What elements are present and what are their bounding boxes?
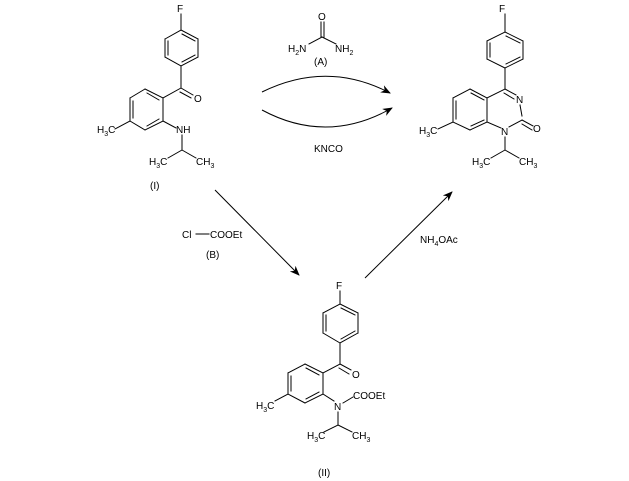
compound-I-label: (I) bbox=[150, 181, 159, 192]
compound-product: F bbox=[419, 4, 541, 170]
product-fluorine: F bbox=[499, 4, 505, 15]
ester-label: COOEt bbox=[210, 230, 242, 241]
intermediate-carbonyl-oxygen: O bbox=[352, 370, 360, 381]
intermediate-fluorine: F bbox=[336, 281, 342, 292]
intermediate-ester: COOEt bbox=[353, 391, 385, 402]
isopropyl-right: CH3 bbox=[196, 157, 214, 170]
urea-left-amine: H2N bbox=[288, 44, 306, 57]
aniline-ring bbox=[129, 88, 164, 131]
arrow-kncO-route bbox=[261, 107, 393, 128]
chloroformate-reagent: Cl COOEt (B) bbox=[182, 230, 242, 261]
urea-label: (A) bbox=[314, 57, 327, 68]
product-oxygen: O bbox=[533, 124, 541, 135]
urea-right-amine: NH2 bbox=[335, 44, 353, 57]
methyl-label: H3C bbox=[97, 125, 115, 138]
arrow-to-product bbox=[364, 191, 453, 279]
intermediate-isopropyl-left: H3C bbox=[307, 431, 325, 444]
urea-oxygen: O bbox=[318, 12, 326, 23]
product-isopropyl-right: CH3 bbox=[519, 157, 537, 170]
quinazolinone-core bbox=[452, 88, 534, 131]
intermediate-methyl: H3C bbox=[256, 401, 274, 414]
product-fluorophenyl-ring bbox=[486, 13, 524, 69]
product-isopropyl-left: H3C bbox=[472, 157, 490, 170]
compound-II: F O H3C bbox=[256, 281, 385, 479]
carbonyl-oxygen: O bbox=[194, 94, 202, 105]
product-n1: N bbox=[501, 127, 508, 138]
chloroformate-label: (B) bbox=[206, 250, 219, 261]
compound-I: F O bbox=[97, 4, 214, 192]
arrow-urea-route bbox=[261, 75, 391, 94]
amine-nh: NH bbox=[176, 125, 190, 136]
fluorophenyl-ring bbox=[164, 13, 199, 67]
kncO-label: KNCO bbox=[314, 144, 343, 155]
intermediate-fluorophenyl-ring bbox=[322, 290, 359, 344]
ammonium-acetate-label: NH4OAc bbox=[420, 235, 458, 248]
arrow-to-intermediate bbox=[214, 189, 300, 276]
compound-II-label: (II) bbox=[318, 468, 330, 479]
intermediate-nitrogen: N bbox=[334, 402, 341, 413]
intermediate-aniline-ring bbox=[287, 363, 324, 404]
product-n3: N bbox=[516, 95, 523, 106]
urea-reagent: O H2N NH2 (A) bbox=[288, 12, 353, 68]
product-methyl: H3C bbox=[419, 126, 437, 139]
isopropyl-left: H3C bbox=[149, 157, 167, 170]
intermediate-isopropyl-right: CH3 bbox=[352, 431, 370, 444]
chloro-label: Cl bbox=[182, 230, 191, 241]
fluorine-atom: F bbox=[177, 4, 183, 15]
